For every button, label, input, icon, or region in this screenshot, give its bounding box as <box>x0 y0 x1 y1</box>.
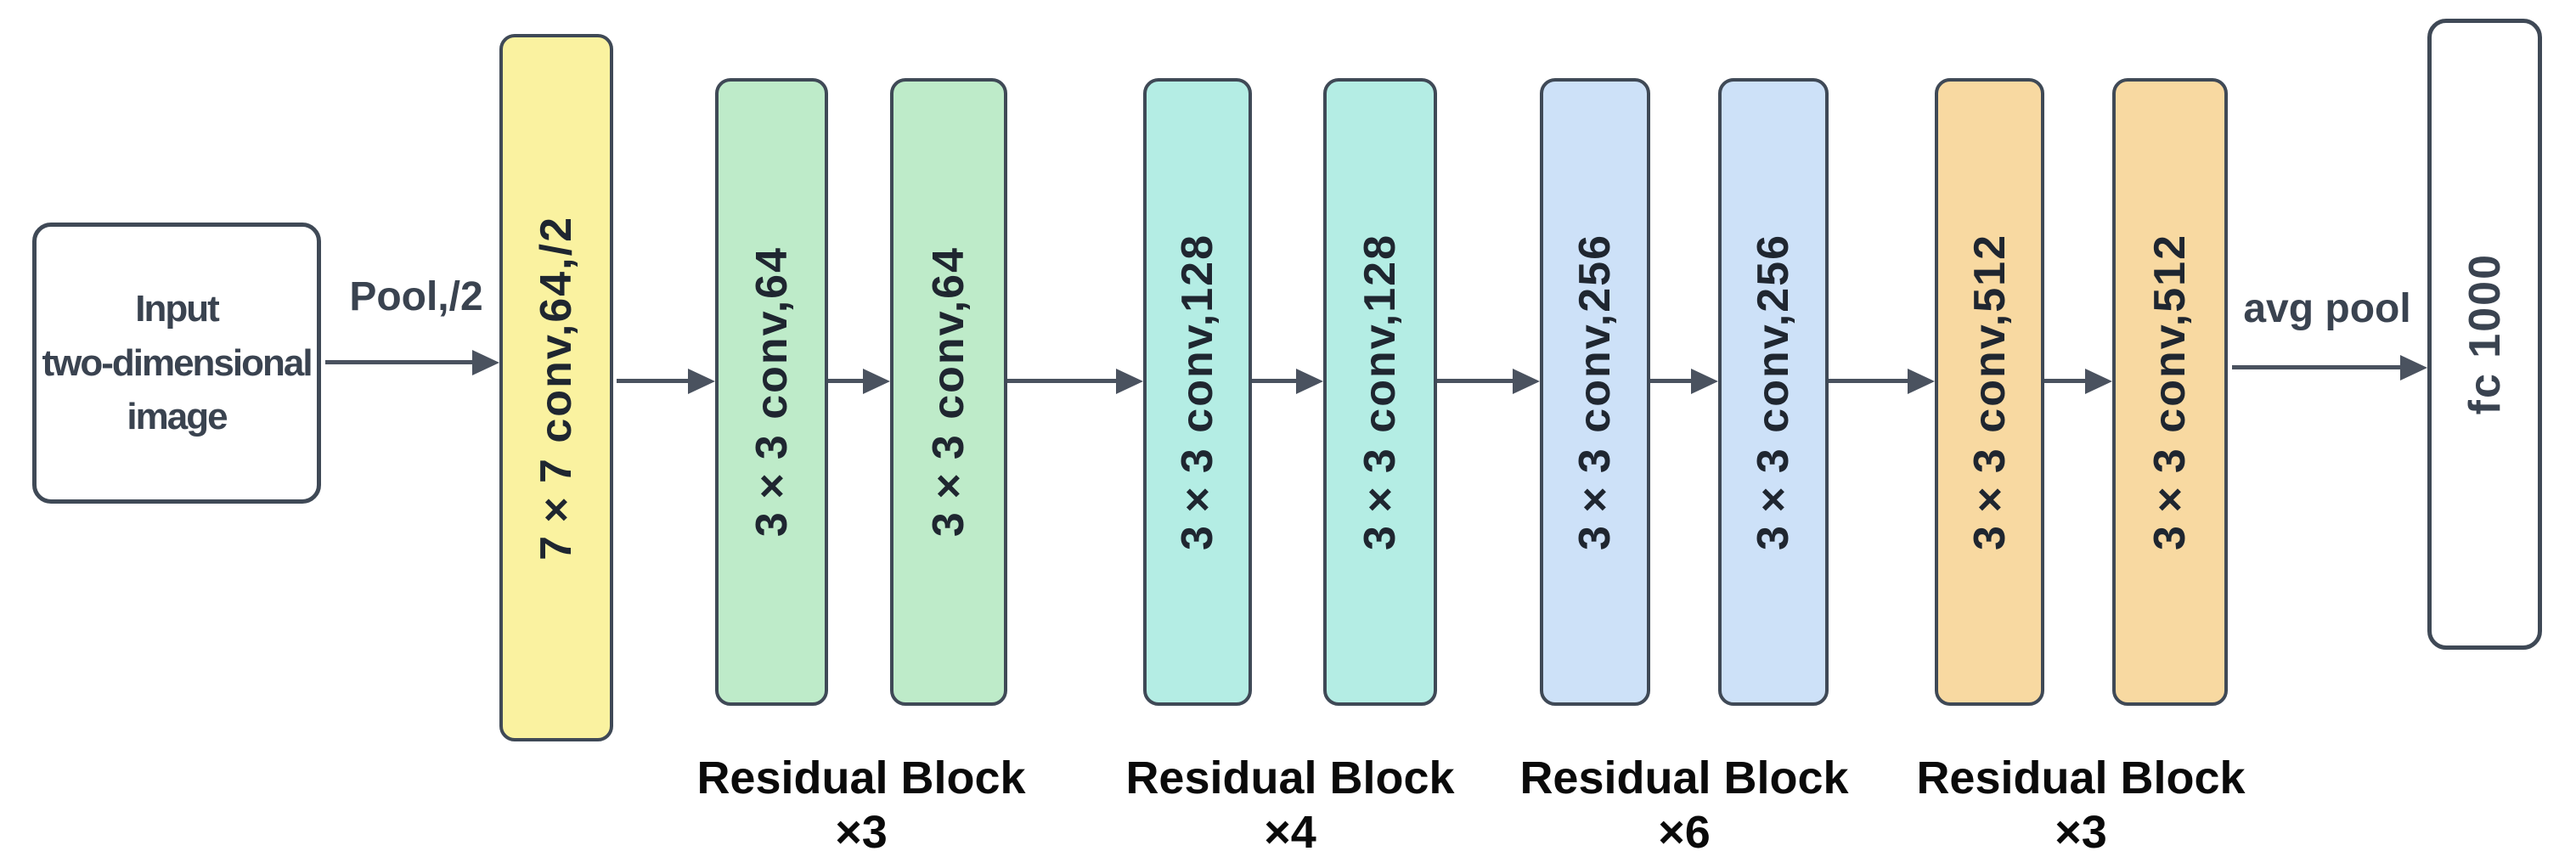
input-box: Input two-dimensional image <box>32 223 321 504</box>
input-box-line-1: Input <box>135 287 220 330</box>
conv-block-3x3-64-b: 3×3 conv,64 <box>890 78 1007 706</box>
avg-pool-label: avg pool <box>2243 286 2411 331</box>
input-box-line-3: image <box>127 396 228 438</box>
arrow-conv256b-to-conv512a <box>1829 368 1935 394</box>
conv-block-3x3-256-b-label: 3×3 conv,256 <box>1749 233 1798 550</box>
arrow-avgpool-to-fc <box>2232 354 2427 380</box>
conv-block-3x3-64-b-label: 3×3 conv,64 <box>924 246 973 538</box>
residual-block-label-4-line1: Residual Block <box>1916 752 2246 803</box>
conv-block-7x7-64: 7×7 conv,64,/2 <box>499 34 613 741</box>
residual-block-label-4: Residual Block ×3 <box>1869 752 2293 860</box>
conv-block-3x3-128-a: 3×3 conv,128 <box>1143 78 1252 706</box>
pool-label: Pool,/2 <box>349 274 483 319</box>
conv-block-3x3-512-a: 3×3 conv,512 <box>1935 78 2044 706</box>
conv-block-3x3-256-a: 3×3 conv,256 <box>1540 78 1650 706</box>
residual-block-label-1-line2: ×3 <box>835 806 888 858</box>
residual-block-label-2-line2: ×4 <box>1264 806 1316 858</box>
residual-block-label-3-line2: ×6 <box>1658 806 1711 858</box>
conv-block-7x7-64-label: 7×7 conv,64,/2 <box>532 215 581 561</box>
arrow-conv512a-to-conv512b <box>2044 368 2112 394</box>
arrow-conv64a-to-conv64b <box>828 368 890 394</box>
conv-block-3x3-128-b-label: 3×3 conv,128 <box>1356 233 1405 550</box>
conv-block-3x3-128-a-label: 3×3 conv,128 <box>1173 233 1222 550</box>
residual-block-label-4-line2: ×3 <box>2055 806 2107 858</box>
conv-block-3x3-512-a-label: 3×3 conv,512 <box>1964 233 2015 550</box>
conv-block-3x3-512-b-label: 3×3 conv,512 <box>2145 233 2195 550</box>
residual-block-label-1-line1: Residual Block <box>696 752 1026 803</box>
arrow-conv256a-to-conv256b <box>1650 368 1718 394</box>
fc-1000-label: fc 1000 <box>2460 253 2510 415</box>
arrow-input-to-conv7x7 <box>325 349 499 375</box>
residual-block-label-1: Residual Block ×3 <box>649 752 1074 860</box>
fc-1000-box: fc 1000 <box>2427 19 2542 650</box>
arrow-conv128a-to-conv128b <box>1251 368 1323 394</box>
residual-block-label-2: Residual Block ×4 <box>1078 752 1502 860</box>
conv-block-3x3-256-a-label: 3×3 conv,256 <box>1570 233 1620 550</box>
conv-block-3x3-512-b: 3×3 conv,512 <box>2112 78 2228 706</box>
arrow-conv7x7-to-conv64a <box>617 368 715 394</box>
conv-block-3x3-64-a: 3×3 conv,64 <box>715 78 828 706</box>
arrow-conv64b-to-conv128a <box>1007 368 1143 394</box>
arrow-conv128b-to-conv256a <box>1437 368 1540 394</box>
conv-block-3x3-256-b: 3×3 conv,256 <box>1718 78 1829 706</box>
residual-block-label-2-line1: Residual Block <box>1125 752 1455 803</box>
residual-block-label-3: Residual Block ×6 <box>1472 752 1897 860</box>
input-box-line-2: two-dimensional <box>42 341 313 384</box>
conv-block-3x3-64-a-label: 3×3 conv,64 <box>747 246 797 538</box>
conv-block-3x3-128-b: 3×3 conv,128 <box>1323 78 1437 706</box>
residual-block-label-3-line1: Residual Block <box>1519 752 1849 803</box>
